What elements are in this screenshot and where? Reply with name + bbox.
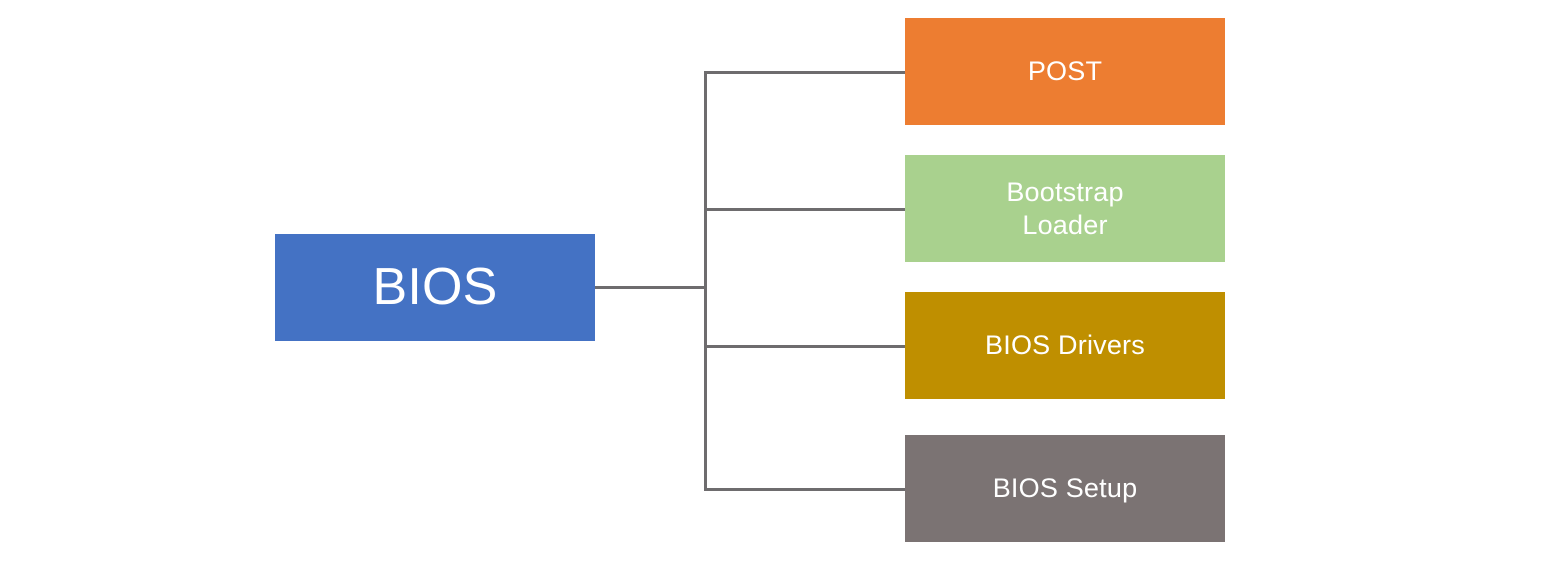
connector-branch-bios-drivers xyxy=(704,345,907,348)
node-bios-setup[interactable]: BIOS Setup xyxy=(905,435,1225,542)
node-bios-drivers[interactable]: BIOS Drivers xyxy=(905,292,1225,399)
connector-branch-bootstrap-loader xyxy=(704,208,907,211)
node-bootstrap-loader-label: Bootstrap Loader xyxy=(1006,176,1124,240)
node-bios-root[interactable]: BIOS xyxy=(275,234,595,341)
node-bios-drivers-label: BIOS Drivers xyxy=(985,330,1145,361)
node-bootstrap-loader[interactable]: Bootstrap Loader xyxy=(905,155,1225,262)
connector-vertical-trunk xyxy=(704,71,707,491)
node-post-label: POST xyxy=(1027,56,1103,87)
node-bios-setup-label: BIOS Setup xyxy=(992,473,1138,504)
node-bios-root-label: BIOS xyxy=(372,257,498,316)
connector-branch-post xyxy=(704,71,907,74)
connector-root-stub xyxy=(595,286,707,289)
node-post[interactable]: POST xyxy=(905,18,1225,125)
connector-branch-bios-setup xyxy=(704,488,907,491)
